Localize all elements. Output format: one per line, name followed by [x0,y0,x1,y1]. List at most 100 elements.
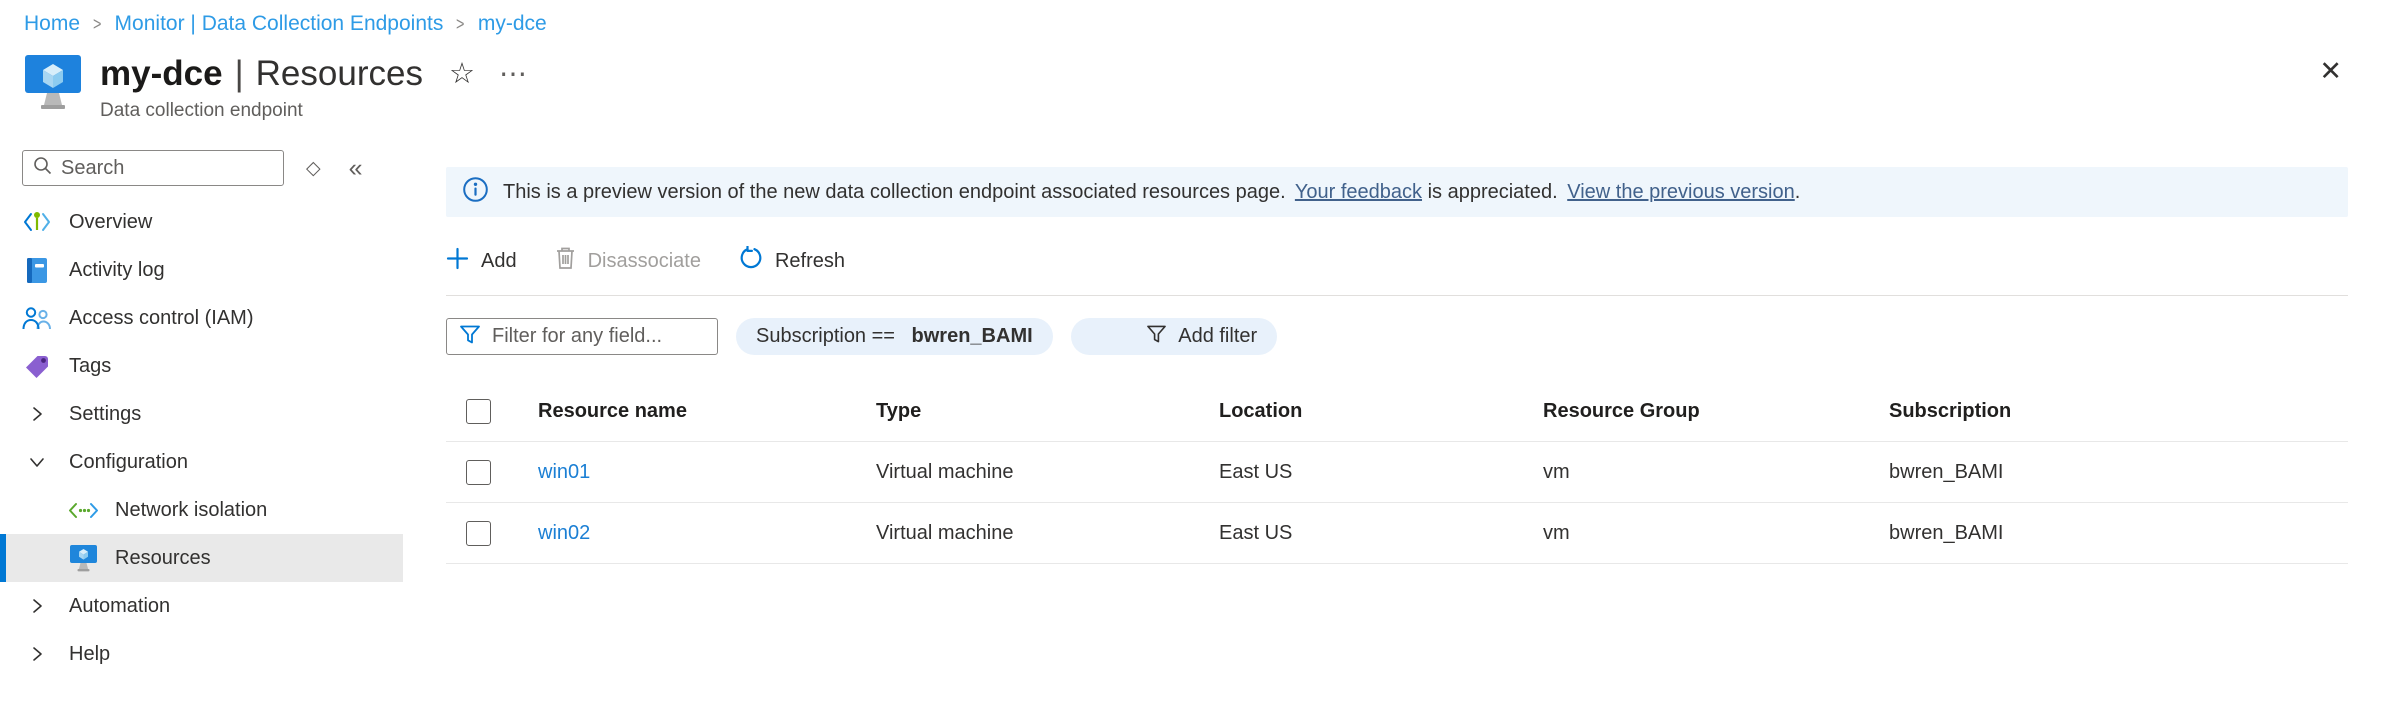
column-header-subscription[interactable]: Subscription [1889,399,2012,422]
title-separator: | [234,54,244,93]
cell-resource-group: vm [1543,521,1570,544]
sidebar-item-settings[interactable]: Settings [0,390,403,438]
sidebar-item-configuration[interactable]: Configuration [0,438,403,486]
funnel-icon [1091,301,1168,373]
breadcrumb-my-dce[interactable]: my-dce [477,12,547,35]
network-isolation-icon [68,502,98,519]
cell-resource-group: vm [1543,460,1570,483]
cell-subscription: bwren_BAMI [1889,460,2004,483]
search-icon [33,156,52,180]
page-title: my-dce | Resources ☆ ⋯ [100,52,528,96]
sidebar-item-automation[interactable]: Automation [0,582,403,630]
close-icon[interactable]: ✕ [2319,56,2342,86]
activity-log-icon [22,257,52,284]
sidebar-item-label: Activity log [69,258,165,281]
info-icon [462,176,489,209]
resource-type-subtitle: Data collection endpoint [100,100,303,121]
resources-table: Resource name Type Location Resource Gro… [446,381,2348,564]
breadcrumb-chevron-icon: > [456,13,465,34]
data-collection-endpoint-icon [24,52,82,123]
sidebar-item-overview[interactable]: Overview [0,198,403,246]
chevron-right-icon [22,598,52,614]
search-input[interactable] [61,156,273,180]
filter-bar: Subscription == bwren_BAMI Add filter [446,318,2348,355]
trash-icon [555,246,576,276]
banner-text: This is a preview version of the new dat… [503,181,1800,204]
breadcrumb: Home > Monitor | Data Collection Endpoin… [24,12,547,36]
row-checkbox[interactable] [466,520,491,546]
table-row: win01 Virtual machine East US vm bwren_B… [446,442,2348,503]
sidebar-item-tags[interactable]: Tags [0,342,403,390]
resource-name-title: my-dce [100,54,223,93]
select-all-checkbox[interactable] [466,398,491,424]
sidebar-search-box[interactable] [22,150,284,186]
filter-input[interactable] [492,325,705,348]
add-button[interactable]: Add [446,247,517,276]
cell-location: East US [1219,521,1293,544]
disassociate-button[interactable]: Disassociate [555,246,701,276]
favorite-star-icon[interactable]: ☆ [448,57,475,90]
banner-message-2: is appreciated. [1427,180,1558,203]
overview-icon [22,209,52,235]
resource-link[interactable]: win02 [538,521,591,544]
previous-version-link[interactable]: View the previous version [1567,180,1795,203]
command-bar: Add Disassociate [446,241,2348,281]
subscription-filter-pill[interactable]: Subscription == bwren_BAMI [736,318,1053,355]
banner-period: . [1794,180,1801,203]
table-row: win02 Virtual machine East US vm bwren_B… [446,503,2348,564]
column-header-resource-name[interactable]: Resource name [538,399,687,422]
access-control-icon [22,305,52,331]
sidebar-item-label: Network isolation [115,498,268,521]
resource-link[interactable]: win01 [538,460,591,483]
collapse-sidebar-icon[interactable]: « [348,153,363,182]
breadcrumb-home[interactable]: Home [24,12,81,35]
sidebar-search-row: ◇ « [22,150,403,186]
sidebar-item-label: Settings [69,402,142,425]
chevron-down-icon [22,455,52,470]
more-options-icon[interactable]: ⋯ [498,58,528,89]
cell-location: East US [1219,460,1293,483]
sidebar-item-network-isolation[interactable]: Network isolation [0,486,403,534]
refresh-icon [739,245,763,276]
breadcrumb-monitor-dce[interactable]: Monitor | Data Collection Endpoints [114,12,444,35]
your-feedback-link[interactable]: Your feedback [1294,180,1423,203]
disassociate-button-label: Disassociate [587,249,701,272]
add-filter-label: Add filter [1178,325,1258,347]
banner-message: This is a preview version of the new dat… [503,180,1286,203]
refresh-button[interactable]: Refresh [739,245,846,276]
tag-icon [22,353,52,380]
row-checkbox[interactable] [466,459,491,485]
cell-subscription: bwren_BAMI [1889,521,2004,544]
sidebar-item-help[interactable]: Help [0,630,403,678]
sidebar-item-activity-log[interactable]: Activity log [0,246,403,294]
filter-field[interactable] [446,318,718,355]
sidebar-item-label: Help [69,642,111,665]
column-header-type[interactable]: Type [876,399,922,422]
chevron-right-icon [22,646,52,662]
page-section-title: Resources [255,54,423,93]
sidebar-item-access-control[interactable]: Access control (IAM) [0,294,403,342]
plus-icon [446,247,469,276]
toolbar-divider [446,295,2348,296]
cell-type: Virtual machine [876,521,1014,544]
resources-content: This is a preview version of the new dat… [446,136,2348,564]
sidebar-item-resources[interactable]: Resources [0,534,403,582]
column-header-location[interactable]: Location [1219,399,1303,422]
sidebar-item-label: Tags [69,354,112,377]
diamond-icon[interactable]: ◇ [306,157,321,179]
page-header: my-dce | Resources ☆ ⋯ Data collection e… [24,52,528,123]
add-filter-pill[interactable]: Add filter [1070,318,1278,355]
refresh-button-label: Refresh [774,249,846,272]
sidebar-nav: Overview Activity log [0,198,403,678]
resources-monitor-icon [68,543,98,574]
sidebar-item-label: Configuration [69,450,188,473]
funnel-icon [459,324,481,350]
breadcrumb-chevron-icon: > [93,13,102,34]
sidebar-item-label: Automation [69,594,171,617]
resource-menu-sidebar: ◇ « Overview [0,136,403,709]
add-button-label: Add [481,249,517,272]
column-header-resource-group[interactable]: Resource Group [1543,399,1700,422]
chevron-right-icon [22,406,52,422]
preview-info-banner: This is a preview version of the new dat… [446,167,2348,217]
